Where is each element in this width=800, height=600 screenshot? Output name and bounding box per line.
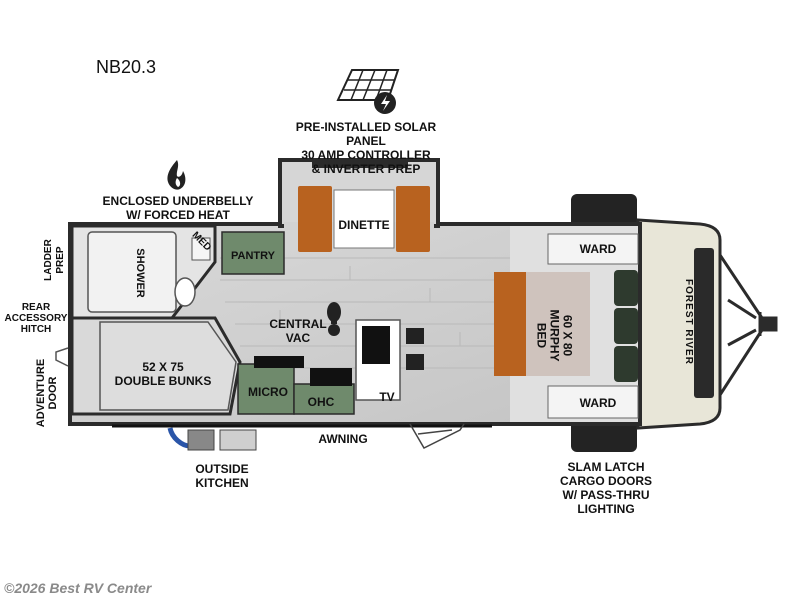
bunks-label: 52 X 75 DOUBLE BUNKS	[114, 360, 212, 388]
pantry-label: PANTRY	[231, 250, 275, 262]
outside-kitchen	[167, 427, 257, 451]
bunk-bed	[99, 321, 237, 411]
rear-hitch-label: REAR ACCESSORY HITCH	[4, 302, 68, 335]
door-swing	[55, 347, 69, 367]
underbelly-label: ENCLOSED UNDERBELLY W/ FORCED HEAT	[102, 194, 254, 222]
micro-label: MICRO	[248, 385, 288, 399]
dinette-window	[312, 162, 408, 168]
wardrobe-bottom	[547, 385, 639, 419]
cargo-doors-label: SLAM LATCH CARGO DOORS W/ PASS-THRU LIGH…	[559, 460, 652, 516]
central-vac-icon	[327, 302, 341, 336]
dinette-seat-left	[298, 186, 332, 252]
solar-panel-icon	[336, 69, 400, 114]
murphy-bed-label: 60 X 80 MURPHY BED	[534, 309, 575, 362]
solar-label: PRE-INSTALLED SOLAR PANEL 30 AMP CONTROL…	[295, 120, 437, 176]
front-window	[694, 248, 714, 398]
pantry	[221, 231, 285, 275]
dinette-label: DINETTE	[338, 218, 390, 232]
stool-1	[406, 328, 424, 344]
stool-2	[406, 354, 424, 370]
entry-steps	[409, 423, 465, 449]
central-vac-label: CENTRAL VAC	[269, 317, 327, 345]
flame-icon	[167, 160, 186, 190]
fridge	[310, 368, 352, 386]
awning-label: AWNING	[318, 432, 368, 446]
ward-bottom-label: WARD	[579, 396, 617, 410]
tv-label: TV	[379, 390, 395, 404]
bath-sink	[191, 237, 211, 261]
watermark: ©2026 Best RV Center	[4, 580, 152, 596]
dinette-table	[333, 189, 395, 249]
shower	[87, 231, 177, 313]
kitchen-sink	[362, 326, 390, 364]
tire-top	[571, 194, 637, 228]
toilet	[174, 277, 196, 307]
hitch-tongue	[716, 251, 778, 399]
adventure-door-label: ADVENTURE DOOR	[35, 358, 59, 428]
ward-top-label: WARD	[579, 242, 617, 256]
storage-cubbies	[614, 270, 638, 382]
wardrobe-top	[547, 233, 639, 265]
shower-label: SHOWER	[134, 248, 146, 298]
model-name: NB20.3	[96, 57, 157, 77]
outside-kitchen-label: OUTSIDE KITCHEN	[195, 462, 249, 490]
cooktop	[254, 356, 304, 368]
brand-logo-text: FOREST RIVER	[683, 279, 694, 365]
ladder-prep-label: LADDER PREP	[43, 239, 66, 281]
tire-bottom	[571, 418, 637, 452]
ohc-label: OHC	[307, 395, 335, 409]
dinette-seat-right	[396, 186, 430, 252]
murphy-bed-headboard	[494, 272, 526, 376]
